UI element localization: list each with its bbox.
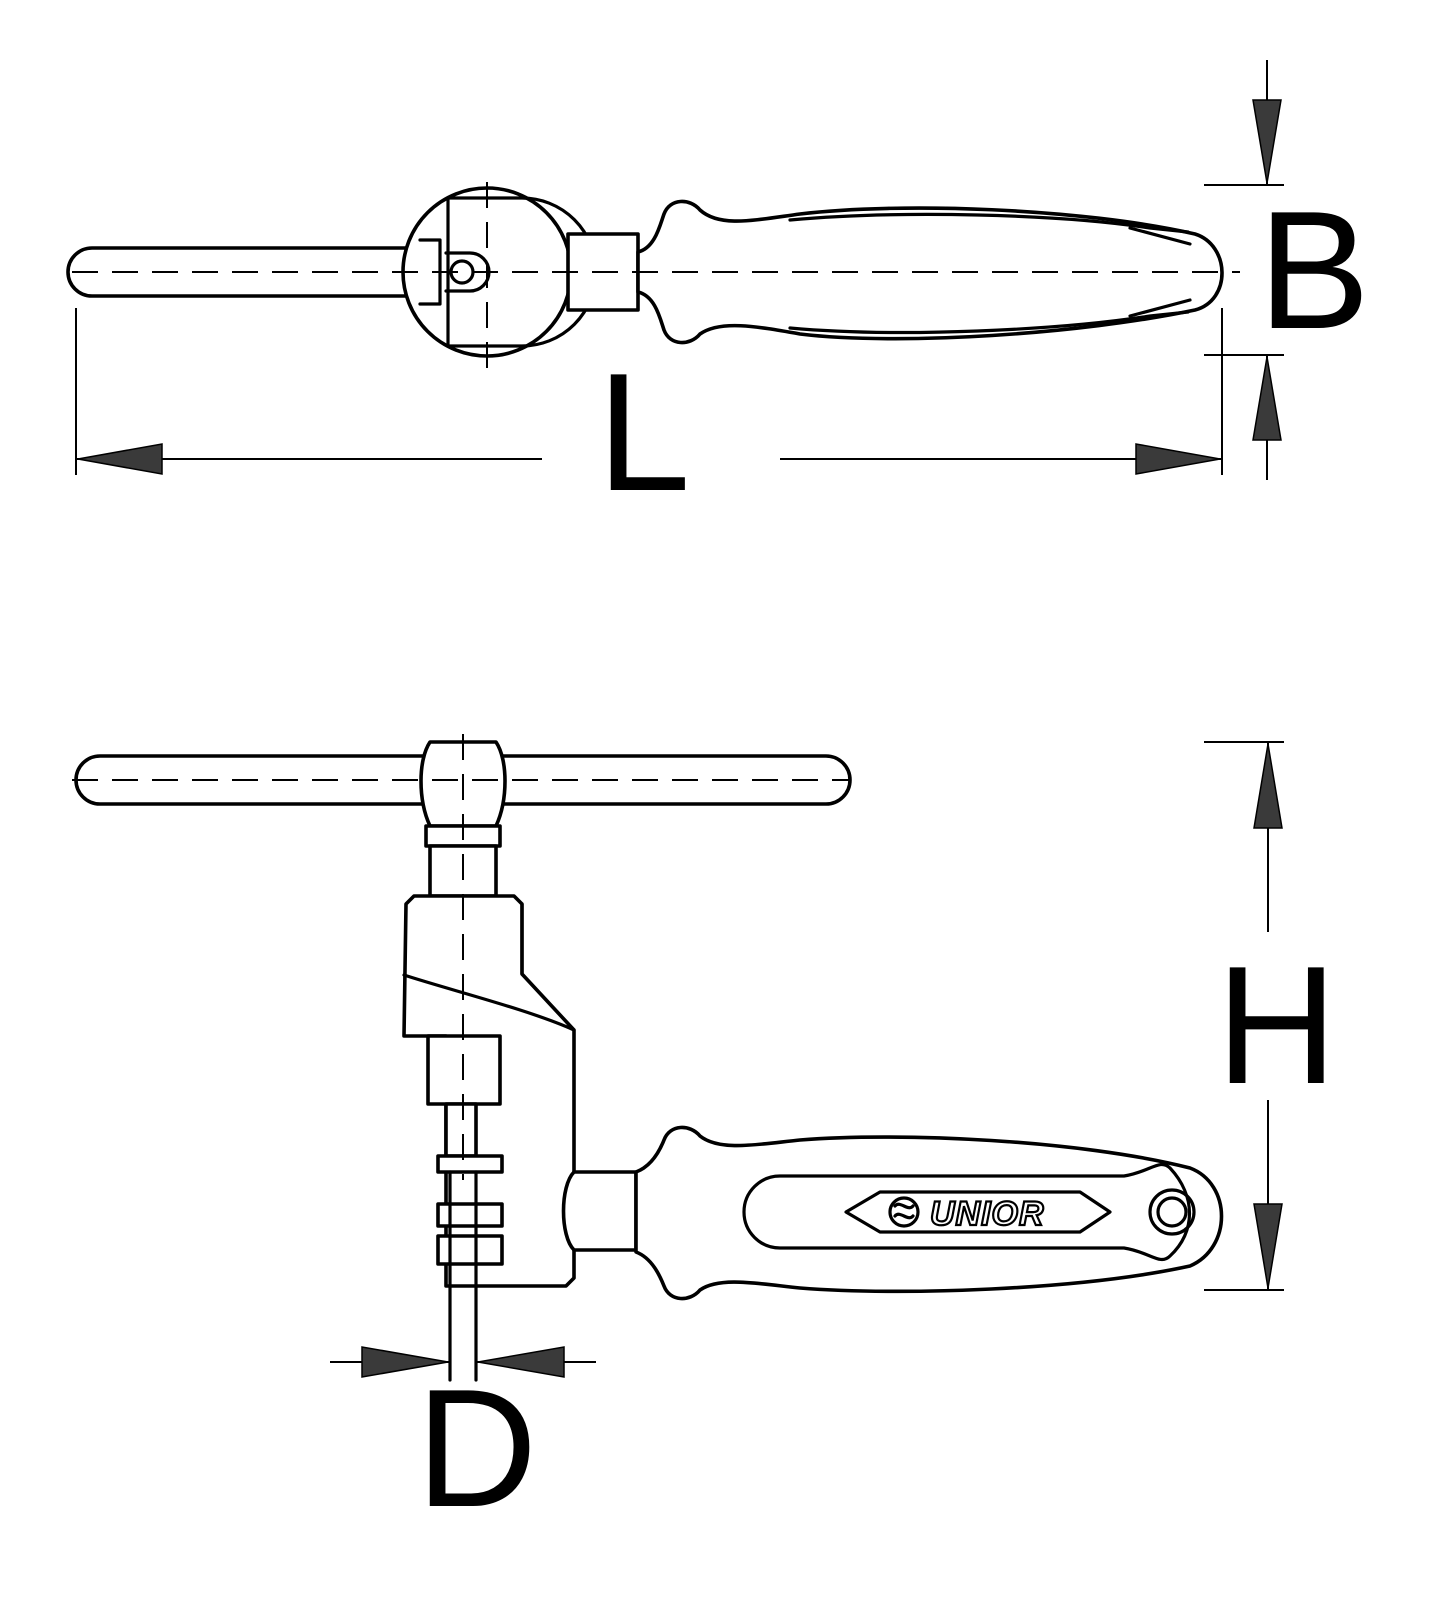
logo-badge xyxy=(844,1190,1112,1234)
side-handle-panel xyxy=(742,1162,1191,1262)
dimension-H: H xyxy=(1204,741,1337,1291)
side-body-bevel xyxy=(402,973,576,1032)
dimension-D: D xyxy=(330,1346,596,1542)
logo-text: UNIOR xyxy=(930,1195,1045,1233)
top-handle-groove-upper xyxy=(788,212,1190,234)
D-arrow-left xyxy=(361,1346,449,1378)
side-chain-guide-3 xyxy=(436,1234,504,1266)
top-handle-groove-lower xyxy=(788,310,1190,335)
dimension-label-H: H xyxy=(1216,931,1337,1119)
B-arrow-top xyxy=(1252,99,1282,184)
L-arrow-right xyxy=(1135,443,1221,475)
side-chain-guide-2 xyxy=(436,1202,504,1228)
logo-emblem-wave xyxy=(893,1202,915,1220)
top-handle-tip-bevel xyxy=(1128,226,1192,318)
dimension-label-D: D xyxy=(416,1354,537,1542)
side-handle xyxy=(634,1125,1224,1301)
top-view xyxy=(66,182,1240,368)
side-handle-hole-inner xyxy=(1156,1196,1188,1228)
dimension-L: L xyxy=(75,308,1223,526)
L-arrow-left xyxy=(77,443,163,475)
logo-emblem-icon xyxy=(888,1196,920,1228)
side-view: UNIOR xyxy=(72,734,1224,1382)
B-arrow-bottom xyxy=(1252,356,1282,441)
dimension-label-B: B xyxy=(1258,176,1370,364)
side-chain-guide-1 xyxy=(436,1154,504,1174)
side-pin-shaft xyxy=(444,1102,478,1158)
H-arrow-top xyxy=(1253,743,1283,829)
H-arrow-bottom xyxy=(1253,1203,1283,1289)
dimension-B: B xyxy=(1204,60,1370,480)
side-handle-hole-outer xyxy=(1148,1188,1196,1236)
D-arrow-right xyxy=(477,1346,565,1378)
dimension-label-L: L xyxy=(597,338,690,526)
side-neck xyxy=(561,1170,638,1252)
